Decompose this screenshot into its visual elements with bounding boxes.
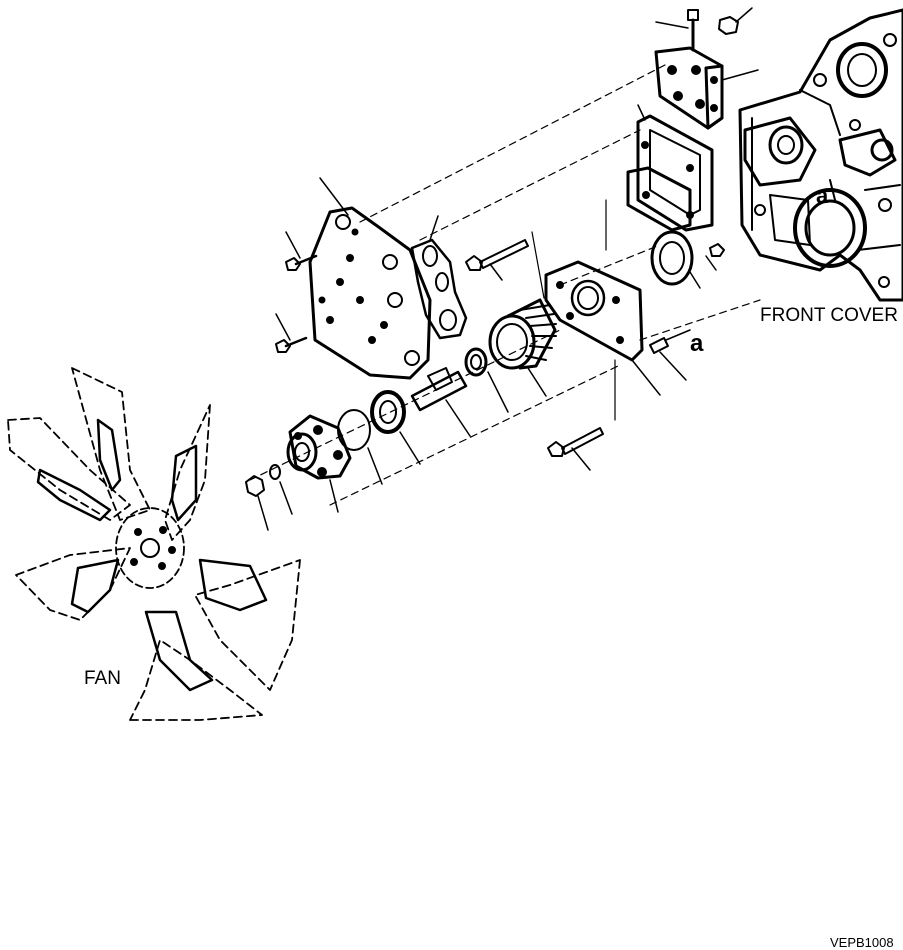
fan-label: FAN	[84, 668, 121, 689]
plate-bolt-lower	[276, 314, 306, 352]
front-cover-label: FRONT COVER	[760, 305, 898, 326]
pulley-housing	[546, 262, 660, 395]
drive-shaft	[412, 368, 470, 436]
mounting-bracket	[628, 105, 712, 230]
front-cover	[740, 10, 903, 300]
long-bolt-upper	[466, 240, 528, 280]
drawing-code: VEPB1008	[830, 935, 894, 950]
long-bolt-lower	[548, 428, 603, 470]
gasket	[412, 216, 466, 338]
oil-seal	[652, 232, 700, 288]
hex-nut	[246, 476, 268, 530]
plate-bolt-upper	[286, 232, 316, 270]
washer	[270, 465, 292, 514]
dowel-pin	[650, 330, 690, 380]
upper-bracket-assembly	[656, 8, 758, 128]
bearing-upper	[466, 349, 508, 412]
fan-hub	[288, 416, 350, 512]
bearing-lower	[372, 392, 420, 464]
leader-lines	[532, 200, 615, 420]
assembly-center-lines	[250, 65, 760, 505]
callout-a-main: a	[690, 330, 704, 357]
seal-bolt	[706, 244, 724, 270]
callout-a-cover: a	[816, 183, 829, 208]
mounting-plate	[310, 178, 430, 378]
drive-gear	[490, 300, 556, 396]
fan	[8, 368, 300, 720]
